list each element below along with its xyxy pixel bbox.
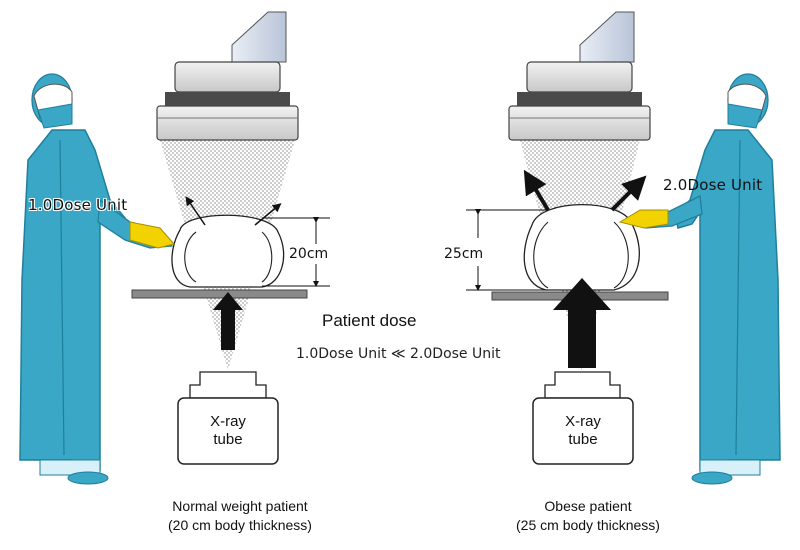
right-xray-tube[interactable] xyxy=(532,371,634,465)
left-scatter-arrow-1 xyxy=(185,196,206,226)
left-patient-body xyxy=(171,214,285,288)
left-caption: Normal weight patient (20 cm body thickn… xyxy=(110,497,370,535)
right-tube-label-line1: X-ray xyxy=(565,413,601,430)
right-dose-label: 2.0Dose Unit xyxy=(663,176,763,194)
right-tube-label-line2: tube xyxy=(568,431,598,448)
right-scatter-arrow-1 xyxy=(523,169,550,212)
patient-dose-title: Patient dose xyxy=(322,311,417,330)
left-caption-line1: Normal weight patient xyxy=(172,498,308,514)
right-detector xyxy=(508,11,651,141)
left-patient-table xyxy=(131,289,308,299)
right-medical-staff xyxy=(618,73,781,485)
right-scatter-arrow-2 xyxy=(610,175,647,212)
right-thickness-label: 25cm xyxy=(444,246,484,262)
right-caption-line2: (25 cm body thickness) xyxy=(516,517,660,533)
right-primary-beam-arrow xyxy=(553,278,611,368)
left-setup xyxy=(19,11,330,485)
dose-comparison: 1.0Dose Unit ≪ 2.0Dose Unit xyxy=(296,346,501,362)
left-tube-label-line1: X-ray xyxy=(210,413,246,430)
left-detector xyxy=(156,11,299,141)
left-thickness-label: 20cm xyxy=(289,246,329,262)
left-tube-label: X-ray tube xyxy=(183,413,273,449)
left-dose-label: 1.0Dose Unit xyxy=(28,196,128,214)
left-medical-staff xyxy=(19,73,175,485)
right-thickness-dimension xyxy=(466,209,548,291)
right-patient-body xyxy=(523,203,640,291)
left-primary-beam-arrow xyxy=(213,292,243,350)
left-caption-line2: (20 cm body thickness) xyxy=(168,517,312,533)
right-setup xyxy=(466,11,781,485)
right-caption-line1: Obese patient xyxy=(544,498,632,514)
right-caption: Obese patient (25 cm body thickness) xyxy=(458,497,718,535)
left-thickness-dimension xyxy=(262,217,330,287)
left-scatter-arrow-2 xyxy=(254,203,282,226)
left-xray-tube[interactable] xyxy=(177,371,279,465)
right-tube-label: X-ray tube xyxy=(538,413,628,449)
left-tube-label-line2: tube xyxy=(213,431,243,448)
